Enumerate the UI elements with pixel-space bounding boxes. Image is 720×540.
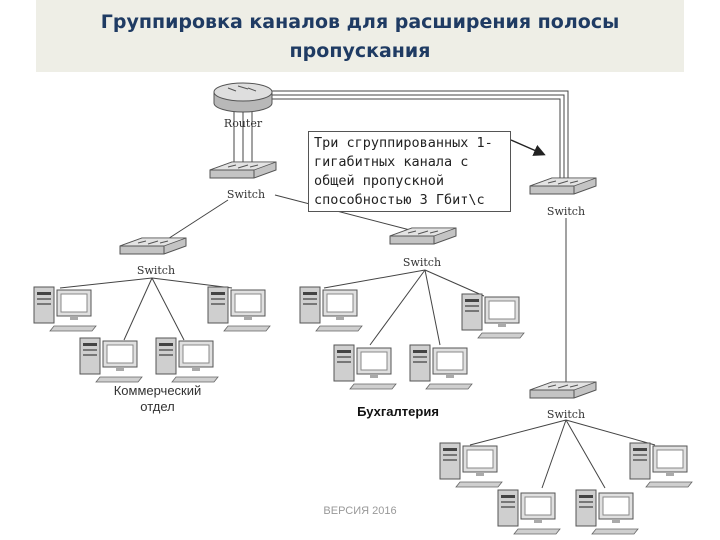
computer-icon — [629, 442, 693, 488]
switch-label: Switch — [403, 256, 441, 269]
computer-icon — [155, 337, 219, 383]
computer-icon — [33, 286, 97, 332]
title-bar — [36, 0, 684, 72]
callout-arrow — [510, 139, 546, 156]
computer-icon — [409, 344, 473, 390]
computer-icon — [207, 286, 271, 332]
computer-icon — [79, 337, 143, 383]
switch-icon — [389, 227, 457, 245]
aggregated-links — [268, 90, 569, 180]
computer-icon — [461, 293, 525, 339]
computer-icon — [497, 489, 561, 535]
router-icon — [213, 82, 273, 113]
switch-label: Switch — [547, 408, 585, 421]
network-links — [59, 194, 656, 489]
switch-label: Switch — [547, 205, 585, 218]
switch-label: Switch — [137, 264, 175, 277]
computer-icon — [439, 442, 503, 488]
computer-icon — [333, 344, 397, 390]
accounting-label: Бухгалтерия — [357, 404, 439, 419]
commercial-department-label: Коммерческий отдел — [113, 383, 202, 414]
switch-icon — [529, 381, 597, 399]
router-label: Router — [224, 117, 263, 130]
switch-label: Switch — [227, 188, 265, 201]
router-switch-links — [233, 110, 253, 166]
switch-icon — [119, 237, 187, 255]
page-title: Группировка каналов для расширения полос… — [100, 11, 620, 62]
switch-icon — [529, 177, 597, 195]
version-label: ВЕРСИЯ 2016 — [323, 505, 397, 517]
computer-icon — [575, 489, 639, 535]
switch-icon — [209, 161, 277, 179]
callout-box: Три сгруппированных 1-гигабитных канала … — [308, 131, 511, 212]
computer-icon — [299, 286, 363, 332]
